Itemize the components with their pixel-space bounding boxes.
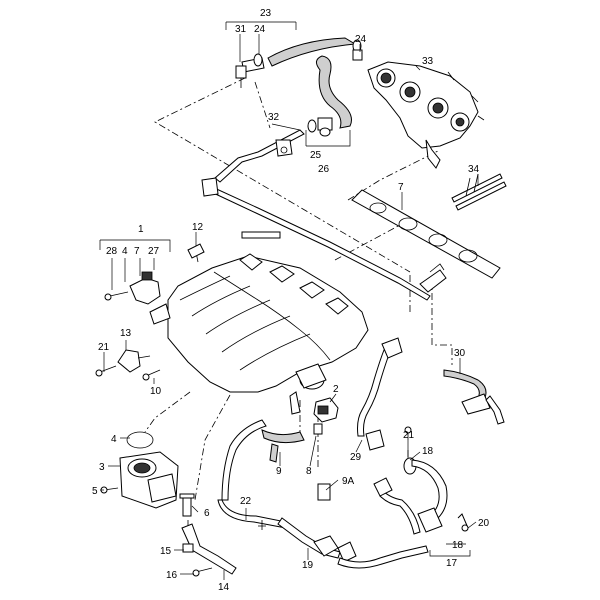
label-34: 34 <box>468 164 480 175</box>
throttle-body <box>100 431 195 517</box>
label-33: 33 <box>422 56 434 67</box>
label-17: 17 <box>446 558 458 569</box>
label-16: 16 <box>166 570 178 581</box>
lower-hoses <box>217 391 357 563</box>
cable-ties <box>451 173 507 211</box>
position-sensor <box>95 349 161 381</box>
label-27: 27 <box>148 246 160 257</box>
label-18-upper: 18 <box>422 446 434 457</box>
label-15: 15 <box>160 546 172 557</box>
label-26: 26 <box>318 164 330 175</box>
vacuum-pipe <box>201 129 447 301</box>
breather-hose-top <box>235 37 363 88</box>
intake-manifold <box>149 253 369 393</box>
label-4-top: 4 <box>122 246 128 257</box>
label-12: 12 <box>192 222 204 233</box>
pressure-sensor <box>104 271 161 305</box>
label-29: 29 <box>350 452 362 463</box>
label-10: 10 <box>150 386 162 397</box>
label-13: 13 <box>120 328 132 339</box>
intake-gasket <box>351 189 501 279</box>
label-2: 2 <box>333 384 339 395</box>
exhaust-manifold <box>367 61 485 169</box>
label-4-throttle: 4 <box>111 434 117 445</box>
support-bracket <box>181 523 237 577</box>
label-9: 9 <box>276 466 282 477</box>
label-6: 6 <box>204 508 210 519</box>
label-7-gasket: 7 <box>398 182 404 193</box>
label-30: 30 <box>454 348 466 359</box>
label-23: 23 <box>260 8 272 19</box>
right-side-hoses <box>337 337 505 569</box>
label-22: 22 <box>240 496 252 507</box>
label-32: 32 <box>268 112 280 123</box>
label-1: 1 <box>138 224 144 235</box>
label-8: 8 <box>306 466 312 477</box>
label-21-left: 21 <box>98 342 110 353</box>
label-7-sensor: 7 <box>134 246 140 257</box>
assembly-lines <box>144 77 453 545</box>
label-19: 19 <box>302 560 314 571</box>
connector-9a <box>317 483 331 501</box>
label-14: 14 <box>218 582 230 593</box>
label-25: 25 <box>310 150 322 161</box>
part-number-labels: 23 31 24 24 33 32 25 26 34 7 1 12 28 4 7… <box>92 8 490 593</box>
label-28: 28 <box>106 246 118 257</box>
breather-hose-middle <box>307 55 352 137</box>
label-5: 5 <box>92 486 98 497</box>
solenoid-valve <box>313 397 339 423</box>
label-20: 20 <box>478 518 490 529</box>
label-31: 31 <box>235 24 247 35</box>
leader-lines <box>99 21 479 580</box>
label-18-lower: 18 <box>452 540 464 551</box>
label-24-right: 24 <box>355 34 367 45</box>
label-3: 3 <box>99 462 105 473</box>
label-24-left: 24 <box>254 24 266 35</box>
manifold-studs <box>187 231 281 263</box>
label-9a: 9A <box>342 476 355 487</box>
label-21-right: 21 <box>403 430 415 441</box>
